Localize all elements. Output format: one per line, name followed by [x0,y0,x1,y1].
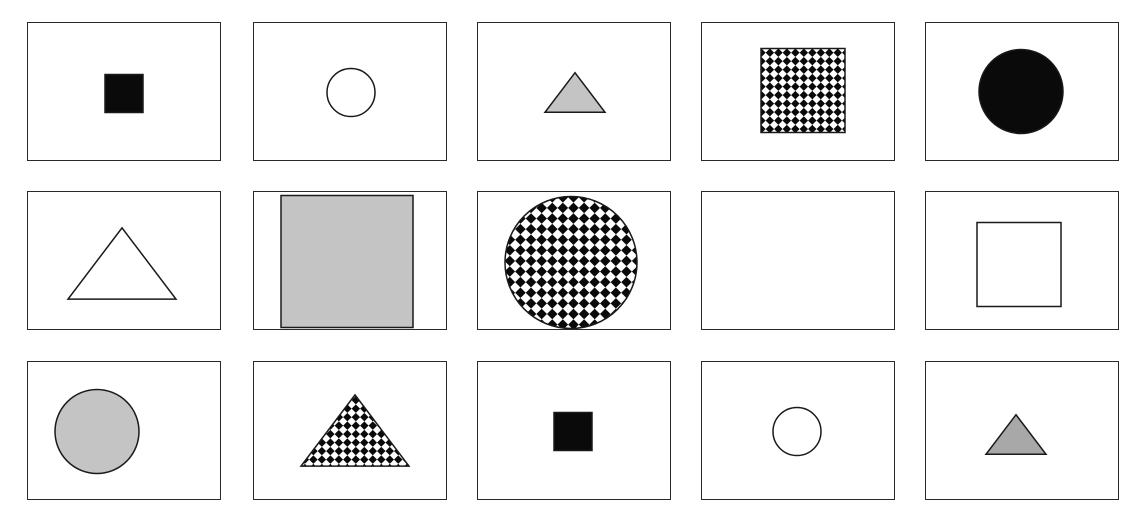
shape-card[interactable] [925,191,1119,330]
shape-card[interactable] [925,361,1119,500]
shape-card[interactable] [701,361,895,500]
triangle-gray_dark-figure [984,413,1048,456]
triangle-shape [66,226,178,300]
triangle-checkered-figure [299,393,411,467]
triangle-gray-figure [543,71,607,114]
square-shape [760,47,846,134]
triangle-shape [984,413,1048,456]
shape-card[interactable] [27,22,221,161]
circle-shape [54,388,140,475]
shape-card[interactable] [253,361,447,500]
triangle-shape [299,393,411,467]
square-black-figure [104,73,144,114]
square-gray-figure [280,194,414,329]
circle-shape [772,406,822,457]
circle-black-figure [978,48,1064,135]
shape-card[interactable] [477,22,671,161]
shape-card[interactable] [253,191,447,330]
square-white-figure [976,221,1062,308]
shape-card[interactable] [253,22,447,161]
circle-white-figure [326,67,376,118]
square-shape [104,73,144,114]
square-shape [553,411,593,452]
square-black-figure [553,411,593,452]
square-checkered-figure [760,47,846,134]
circle-checkered-figure [504,195,638,330]
shape-card[interactable] [27,361,221,500]
shape-card[interactable] [925,22,1119,161]
shape-card[interactable] [477,191,671,330]
circle-shape [978,48,1064,135]
square-shape [976,221,1062,308]
triangle-shape [543,71,607,114]
circle-shape [504,195,638,330]
square-shape [280,194,414,329]
circle-gray-figure [54,388,140,475]
shape-card[interactable] [701,22,895,161]
shape-card[interactable] [27,191,221,330]
shape-card[interactable] [701,191,895,330]
triangle-white-figure [66,226,178,300]
shape-card[interactable] [477,361,671,500]
circle-shape [326,67,376,118]
circle-white-figure [772,406,822,457]
